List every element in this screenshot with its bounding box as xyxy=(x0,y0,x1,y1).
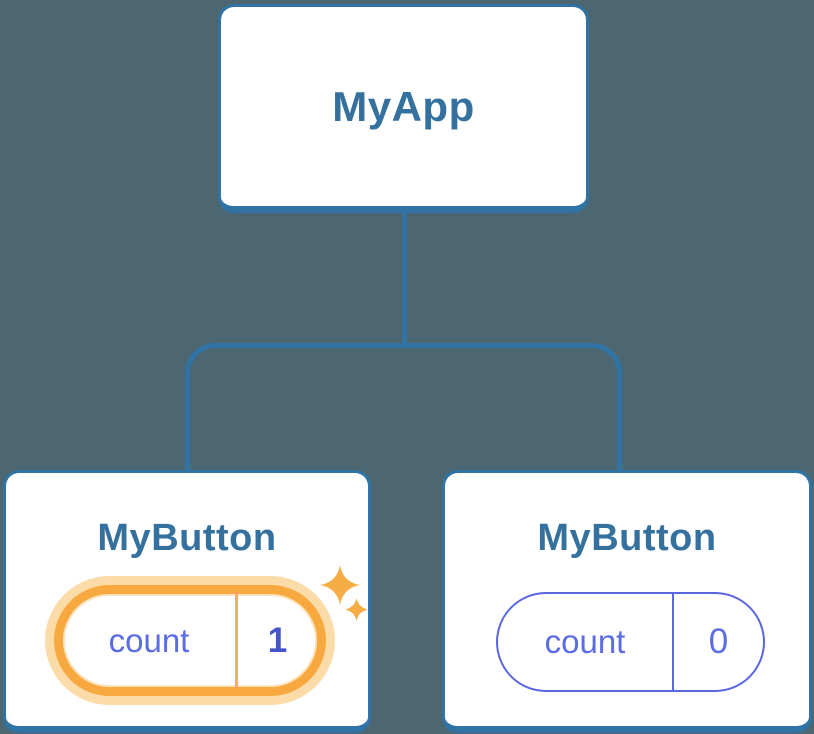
state-pill: count 0 xyxy=(496,592,765,692)
connector-stem xyxy=(402,211,407,347)
node-mybutton-idle: MyButton count 0 xyxy=(442,470,812,733)
state-pill-highlighted: count 1 xyxy=(54,585,326,696)
node-mybutton-idle-label: MyButton xyxy=(537,517,717,559)
state-name: count xyxy=(544,623,626,660)
state-value: 0 xyxy=(708,622,729,661)
node-mybutton-updated-label: MyButton xyxy=(97,517,277,559)
node-mybutton-updated: MyButton count 1 xyxy=(3,470,371,733)
sparkles-icon xyxy=(320,565,368,621)
node-myapp-label: MyApp xyxy=(332,82,475,130)
connector-branch xyxy=(185,343,622,471)
state-name: count xyxy=(108,621,190,659)
node-myapp: MyApp xyxy=(218,4,589,213)
state-pill-divider xyxy=(672,594,674,690)
state-value: 1 xyxy=(267,620,288,660)
state-pill-divider xyxy=(235,594,238,687)
